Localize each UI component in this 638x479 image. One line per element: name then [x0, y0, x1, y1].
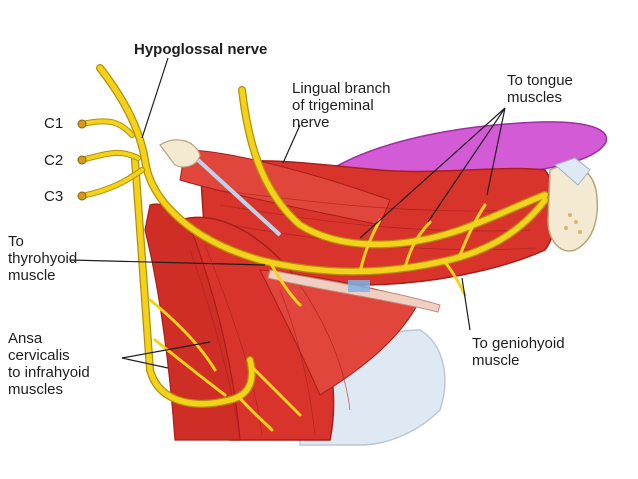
label-c2: C2	[44, 152, 64, 169]
styloid-spine	[196, 158, 282, 237]
label-c1: C1	[44, 115, 64, 132]
leader-lines	[69, 57, 506, 369]
branch-tongue-3	[458, 203, 487, 257]
leader-geniohyoid	[461, 277, 471, 331]
nerve-network	[77, 64, 549, 432]
branch-lower-1	[248, 363, 302, 417]
leader-ansa-2	[121, 357, 169, 369]
hyoid-marker	[348, 280, 370, 292]
styloid-process	[159, 139, 201, 168]
leader-tongue-2	[427, 107, 506, 223]
label-thyrohyoid: To thyrohyoid muscle	[8, 233, 77, 284]
hypoglossal-nerve-trunk	[97, 65, 548, 275]
thyrohyoid-muscle	[259, 269, 421, 396]
label-geniohyoid: To geniohyoid muscle	[472, 335, 565, 369]
label-lingual-branch: Lingual branch of trigeminal nerve	[292, 80, 390, 131]
branch-tongue-1	[358, 218, 382, 274]
tooth-cartilage	[554, 157, 591, 186]
label-ansa-line-2: cervicalis	[8, 347, 70, 364]
ansa-cervicalis-loop	[132, 157, 255, 407]
c3-root	[80, 168, 144, 198]
leader-thyrohyoid	[69, 259, 266, 266]
label-ansa-line-4: muscles	[8, 381, 64, 398]
leader-lingual	[282, 124, 301, 164]
label-c3: C3	[44, 188, 64, 205]
styloglossus-muscle	[179, 149, 391, 226]
c3-ganglion	[77, 191, 87, 201]
label-ansa-line-1: Ansa	[8, 330, 43, 347]
label-geniohyoid-line-2: muscle	[472, 352, 520, 369]
lingual-nerve	[239, 87, 548, 248]
label-thyrohyoid-line-2: thyrohyoid	[8, 250, 78, 267]
c1-root	[80, 119, 134, 137]
branch-lower-2	[238, 396, 274, 432]
branch-infrahyoid-2	[153, 338, 227, 397]
label-lingual-line-2: of trigeminal	[292, 97, 374, 114]
label-thyrohyoid-line-3: muscle	[8, 267, 56, 284]
leader-tongue-3	[486, 107, 506, 196]
leader-hypoglossal	[141, 57, 169, 139]
c2-root	[80, 151, 140, 162]
label-tongue-line-1: To tongue	[507, 72, 573, 89]
mandible-spots	[564, 213, 582, 234]
label-tongue-line-2: muscles	[507, 89, 563, 106]
leader-ansa-1	[121, 341, 211, 359]
branch-infrahyoid-1	[148, 298, 217, 372]
branch-thyrohyoid	[268, 260, 302, 307]
label-lingual-line-1: Lingual branch	[292, 80, 391, 97]
label-tongue-muscles: To tongue muscles	[507, 72, 573, 106]
c2-ganglion	[77, 155, 87, 165]
label-hypoglossal-nerve: Hypoglossal nerve	[134, 41, 268, 58]
c1-ganglion	[77, 119, 87, 129]
leader-tongue-1	[359, 107, 506, 239]
label-thyrohyoid-line-1: To	[8, 233, 24, 250]
label-ansa-line-3: to infrahyoid	[8, 364, 90, 381]
branch-tongue-2	[403, 220, 432, 270]
label-geniohyoid-line-1: To geniohyoid	[472, 335, 565, 352]
label-lingual-line-3: nerve	[292, 114, 330, 131]
label-ansa-cervicalis: Ansa cervicalis to infrahyoid muscles	[8, 330, 90, 398]
